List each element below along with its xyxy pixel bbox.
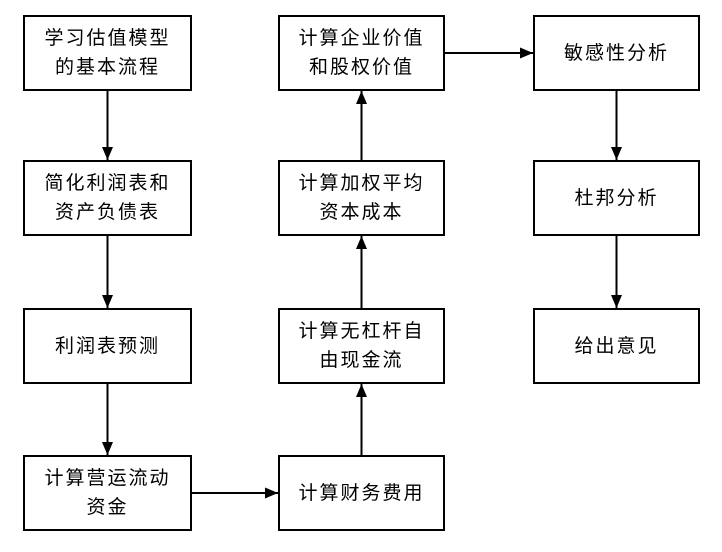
node-learn-process: 学习估值模型 的基本流程: [23, 15, 192, 91]
node-income-forecast-label: 利润表预测: [54, 335, 160, 357]
node-dupont-label: 杜邦分析: [574, 187, 659, 209]
node-simplify-statements: 简化利润表和 资产负债表: [23, 160, 192, 236]
node-unlevered-fcf: 计算无杠杆自 由现金流: [278, 308, 445, 384]
node-financial-expense: 计算财务费用: [278, 455, 445, 531]
node-unlevered-fcf-label: 计算无杠杆自 由现金流: [298, 321, 425, 371]
node-opinion-label: 给出意见: [574, 335, 659, 357]
node-enterprise-value: 计算企业价值 和股权价值: [278, 15, 445, 91]
node-dupont: 杜邦分析: [533, 160, 700, 236]
node-opinion: 给出意见: [533, 308, 700, 384]
node-working-capital-label: 计算营运流动 资金: [44, 468, 171, 518]
node-working-capital: 计算营运流动 资金: [23, 455, 192, 531]
node-enterprise-value-label: 计算企业价值 和股权价值: [298, 28, 425, 78]
node-income-forecast: 利润表预测: [23, 308, 192, 384]
node-wacc-label: 计算加权平均 资本成本: [298, 173, 425, 223]
node-simplify-statements-label: 简化利润表和 资产负债表: [44, 173, 171, 223]
node-financial-expense-label: 计算财务费用: [298, 482, 425, 504]
node-sensitivity: 敏感性分析: [533, 15, 700, 91]
node-sensitivity-label: 敏感性分析: [563, 42, 669, 64]
node-wacc: 计算加权平均 资本成本: [278, 160, 445, 236]
node-learn-process-label: 学习估值模型 的基本流程: [44, 28, 171, 78]
